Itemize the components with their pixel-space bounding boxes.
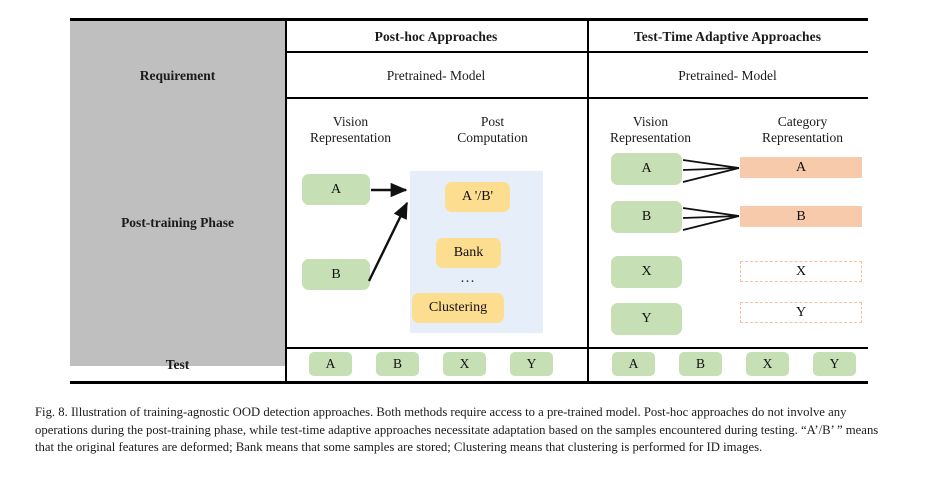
post-hoc-vision-title-line1: Vision	[332, 114, 369, 129]
test-row-test-time-item-y[interactable]: Y	[813, 352, 856, 376]
test-time-category-box-y[interactable]: Y	[740, 302, 862, 323]
test-row-post-hoc-item-y[interactable]: Y	[510, 352, 553, 376]
test-time-vision-box-y[interactable]: Y	[611, 303, 682, 335]
table-vrule-2	[587, 21, 589, 381]
comparison-table: Post-hoc Approaches Test-Time Adaptive A…	[70, 18, 868, 384]
test-time-category-box-x[interactable]: X	[740, 261, 862, 282]
row-label-requirement: Requirement	[139, 68, 216, 83]
test-row-post-hoc-item-x[interactable]: X	[443, 352, 486, 376]
test-time-vision-box-a[interactable]: A	[611, 153, 682, 185]
connector-group-vision-b-to-category-b	[682, 207, 740, 231]
post-hoc-vision-box-a[interactable]: A	[302, 174, 370, 205]
post-hoc-computation-title-line2: Computation	[457, 129, 528, 145]
test-row-test-time-item-a[interactable]: A	[612, 352, 655, 376]
test-time-category-box-a[interactable]: A	[740, 157, 862, 178]
test-row-post-hoc-item-b[interactable]: B	[376, 352, 419, 376]
test-time-category-title-line2: Representation	[762, 129, 843, 145]
post-hoc-vision-box-b[interactable]: B	[302, 259, 370, 290]
row-label-test: Test	[165, 357, 190, 372]
figure-caption: Fig. 8. Illustration of training-agnosti…	[35, 405, 879, 455]
test-time-category-title-line1: Category	[777, 114, 828, 129]
table-vrule-1	[285, 21, 287, 381]
test-time-category-title: Category Representation	[745, 114, 860, 145]
post-hoc-vision-title-line2: Representation	[310, 129, 391, 145]
table-rule-bottom	[70, 381, 868, 384]
column-header-post-hoc: Post-hoc Approaches	[374, 29, 498, 44]
table-rule-requirement-bottom	[70, 97, 868, 99]
table-rule-phase-bottom	[70, 347, 868, 349]
post-computation-ellipsis: …	[460, 270, 477, 286]
table-rule-header-bottom	[70, 51, 868, 53]
test-time-vision-title-line1: Vision	[632, 114, 669, 129]
test-time-vision-box-x[interactable]: X	[611, 256, 682, 288]
requirement-test-time-value: Pretrained- Model	[678, 68, 777, 83]
post-computation-box-clustering[interactable]: Clustering	[412, 293, 504, 323]
test-time-category-box-b[interactable]: B	[740, 206, 862, 227]
test-row-test-time-item-x[interactable]: X	[746, 352, 789, 376]
test-time-vision-box-b[interactable]: B	[611, 201, 682, 233]
post-computation-box-bank[interactable]: Bank	[436, 238, 501, 268]
post-hoc-computation-title-line1: Post	[480, 114, 505, 129]
test-row-post-hoc-item-a[interactable]: A	[309, 352, 352, 376]
post-computation-box-deformed[interactable]: A '/B'	[445, 182, 510, 212]
post-hoc-vision-title: Vision Representation	[298, 114, 403, 145]
post-hoc-computation-title: Post Computation	[440, 114, 545, 145]
test-time-vision-title: Vision Representation	[598, 114, 703, 145]
column-header-test-time: Test-Time Adaptive Approaches	[633, 29, 822, 44]
requirement-post-hoc-value: Pretrained- Model	[386, 68, 486, 83]
arrow-vision-b-to-post-computation	[367, 201, 409, 282]
test-time-vision-title-line2: Representation	[610, 129, 691, 145]
connector-group-vision-a-to-category-a	[682, 159, 740, 183]
test-row-test-time-item-b[interactable]: B	[679, 352, 722, 376]
row-label-post-training-phase: Post-training Phase	[121, 215, 234, 230]
table-rule-top	[70, 18, 868, 21]
row-header-column	[70, 21, 285, 366]
